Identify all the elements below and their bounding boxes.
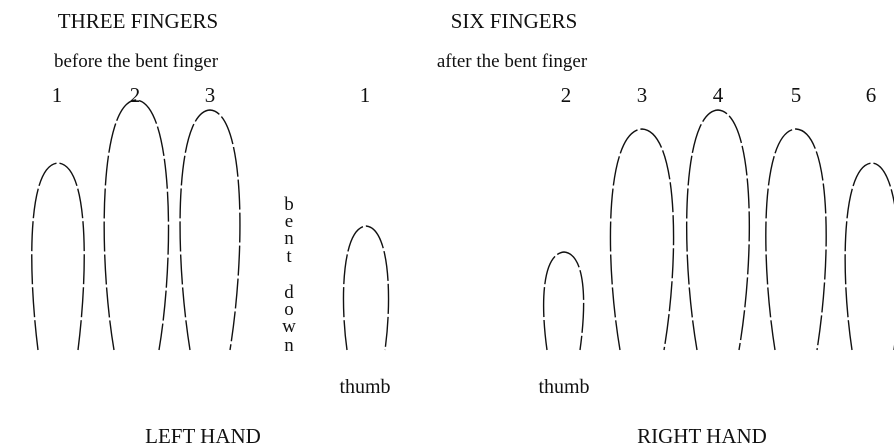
thumb-left <box>342 225 390 351</box>
bent-down-letter: b <box>284 194 294 215</box>
left-finger-number: 3 <box>205 83 216 107</box>
left-group-subtitle: before the bent finger <box>54 51 219 72</box>
bent-down-letter: n <box>284 228 294 249</box>
right-finger-number: 2 <box>561 83 572 107</box>
right-finger-number: 3 <box>637 83 648 107</box>
thumb-label: thumb <box>339 376 390 398</box>
right-finger-number: 4 <box>713 83 724 107</box>
left-finger-3 <box>179 109 241 351</box>
right-finger-number: 6 <box>866 83 877 107</box>
left-finger-1 <box>31 162 85 351</box>
bent-down-letter: t <box>286 246 292 267</box>
thumb-right <box>542 251 585 351</box>
bent-down-letter: n <box>284 335 294 356</box>
left-hand-label: LEFT HAND <box>145 424 261 448</box>
left-finger-number: 1 <box>52 83 63 107</box>
bent-down-letter: d <box>284 282 294 303</box>
left-group-title: THREE FINGERS <box>58 9 218 33</box>
right-finger-number: 5 <box>791 83 802 107</box>
right-finger-number: 1 <box>360 83 371 107</box>
bent-down-letter: e <box>285 211 293 232</box>
bent-down-letter: o <box>284 299 294 320</box>
right-finger-5 <box>765 128 827 351</box>
right-group-subtitle: after the bent finger <box>437 51 588 72</box>
right-finger-3 <box>609 128 675 351</box>
right-finger-6 <box>844 162 894 351</box>
left-finger-2 <box>103 99 170 351</box>
right-finger-4 <box>686 109 750 351</box>
thumb-label: thumb <box>538 376 589 398</box>
bent-down-letter: w <box>282 316 296 337</box>
left-finger-number: 2 <box>130 83 141 107</box>
right-hand-label: RIGHT HAND <box>637 424 767 448</box>
right-group-title: SIX FINGERS <box>451 9 578 33</box>
